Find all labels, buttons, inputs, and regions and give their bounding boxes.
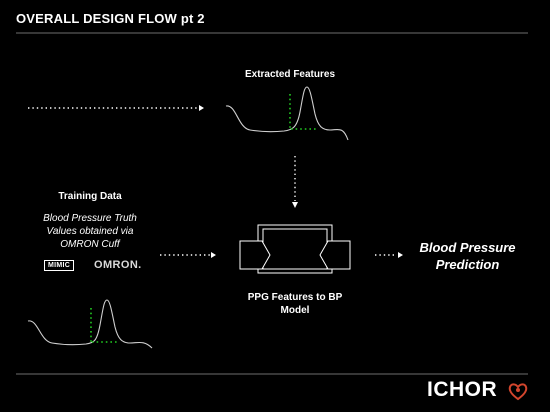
training-data-description: Blood Pressure Truth Values obtained via… [43, 213, 137, 250]
slide-title: OVERALL DESIGN FLOW pt 2 [16, 11, 205, 26]
arrow-training-to-model [160, 252, 216, 258]
extracted-features-label: Extracted Features [244, 69, 336, 80]
arrow-features-to-model [292, 156, 298, 208]
training-ppg-waveform [27, 299, 153, 349]
arrow-input-to-features [28, 105, 204, 111]
brand-name: ICHOR [427, 378, 498, 401]
arrow-model-to-prediction [375, 252, 403, 258]
ichor-heart-mark-icon [508, 383, 528, 401]
prediction-label: Blood Pressure Prediction [419, 240, 516, 272]
omron-logo: OMRON. [94, 259, 142, 271]
ppg-waveform [225, 86, 349, 141]
ppg-waveform [27, 299, 153, 349]
mimic-logo: MIMIC [44, 260, 75, 271]
training-data-label: Training Data [58, 191, 122, 202]
model-label: PPG Features to BP Model [247, 292, 343, 316]
extracted-features-waveform [225, 86, 349, 141]
model-box-icon [239, 224, 351, 274]
